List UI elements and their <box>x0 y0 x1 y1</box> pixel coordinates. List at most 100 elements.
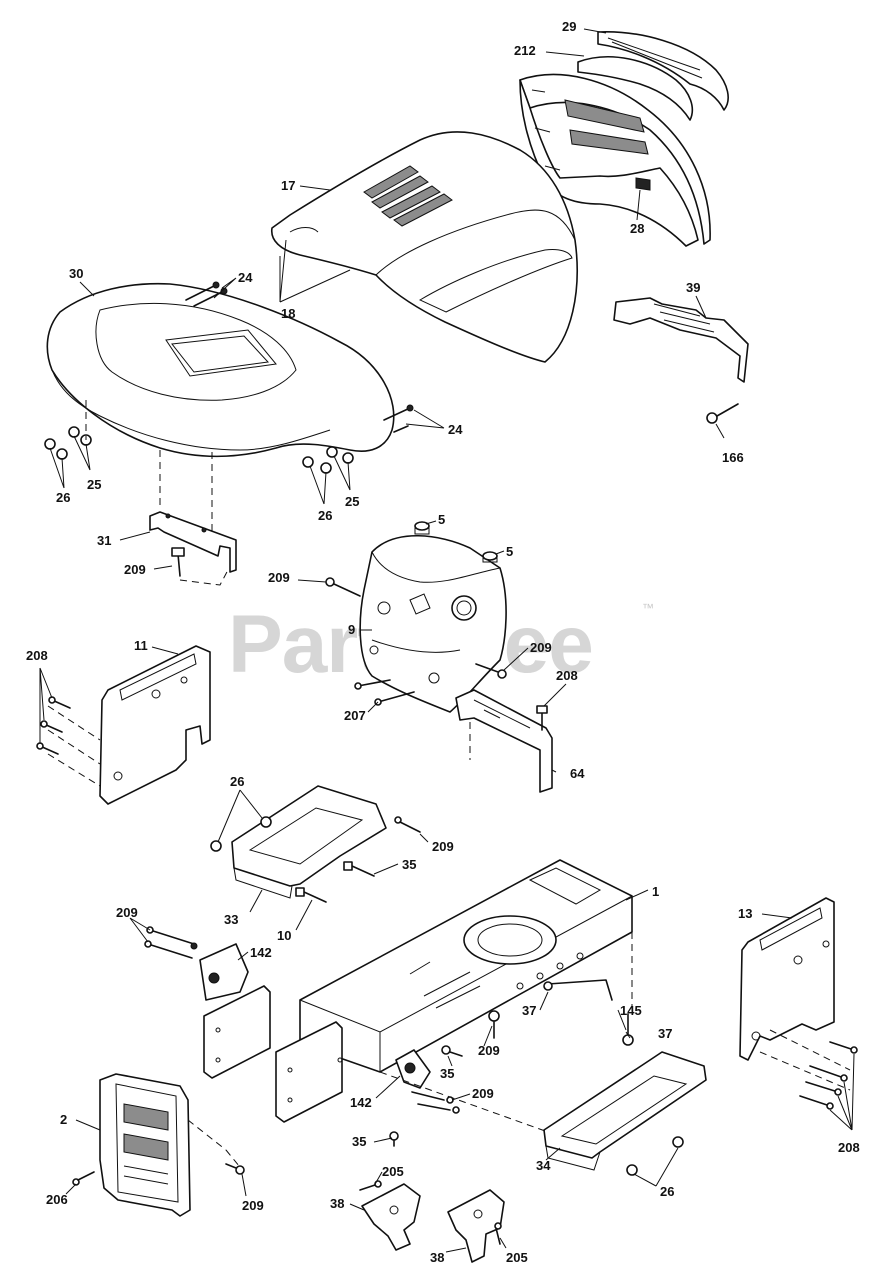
bolt-209-d[interactable] <box>394 816 421 833</box>
hardware-25-26-left[interactable] <box>44 400 92 460</box>
callout-35-b[interactable]: 35 <box>440 1066 454 1081</box>
bolt-35-a[interactable] <box>343 861 375 877</box>
callout-38-a[interactable]: 38 <box>330 1196 344 1211</box>
nuts-26-footrest-34[interactable] <box>626 1136 684 1176</box>
callout-26-mid[interactable]: 26 <box>318 508 332 523</box>
callout-205-b[interactable]: 205 <box>506 1250 528 1265</box>
callout-208-right[interactable]: 208 <box>838 1140 860 1155</box>
callout-5-b[interactable]: 5 <box>506 544 513 559</box>
callout-64[interactable]: 64 <box>570 766 585 781</box>
callout-10[interactable]: 10 <box>277 928 291 943</box>
callout-209-f[interactable]: 209 <box>478 1043 500 1058</box>
callout-206[interactable]: 206 <box>46 1192 68 1207</box>
callout-31[interactable]: 31 <box>97 533 111 548</box>
callout-2[interactable]: 2 <box>60 1112 67 1127</box>
callout-166[interactable]: 166 <box>722 450 744 465</box>
callout-212[interactable]: 212 <box>514 43 536 58</box>
callout-35-a[interactable]: 35 <box>402 857 416 872</box>
part-bracket-38-right[interactable] <box>447 1189 505 1263</box>
part-bracket-39[interactable] <box>613 297 749 383</box>
bolt-209-b[interactable] <box>325 577 361 597</box>
callout-34[interactable]: 34 <box>536 1158 551 1173</box>
callout-208-left[interactable]: 208 <box>26 648 48 663</box>
callout-142-lower[interactable]: 142 <box>350 1095 372 1110</box>
hardware-25-26-right[interactable] <box>302 446 354 474</box>
bolt-208-right-64[interactable] <box>536 705 548 731</box>
callout-209-b[interactable]: 209 <box>268 570 290 585</box>
part-frame-1[interactable] <box>299 859 633 1073</box>
callout-28[interactable]: 28 <box>630 221 644 236</box>
callout-18[interactable]: 18 <box>281 306 295 321</box>
rod-145[interactable] <box>543 979 634 1046</box>
callout-9[interactable]: 9 <box>348 622 355 637</box>
callout-26-left[interactable]: 26 <box>56 490 70 505</box>
callout-17[interactable]: 17 <box>281 178 295 193</box>
callout-142-upper[interactable]: 142 <box>250 945 272 960</box>
part-dash-panel-9[interactable] <box>359 535 507 713</box>
part-bracket-38-left[interactable] <box>361 1183 421 1251</box>
callout-38-b[interactable]: 38 <box>430 1250 444 1265</box>
callout-13[interactable]: 13 <box>738 906 752 921</box>
callout-209-g[interactable]: 209 <box>472 1086 494 1101</box>
bolts-209-e[interactable] <box>144 926 198 959</box>
callout-26-footrest[interactable]: 26 <box>230 774 244 789</box>
callout-37-b[interactable]: 37 <box>658 1026 672 1041</box>
callout-30[interactable]: 30 <box>69 266 83 281</box>
callout-37-a[interactable]: 37 <box>522 1003 536 1018</box>
callout-11[interactable]: 11 <box>134 638 148 653</box>
callout-25-mid[interactable]: 25 <box>345 494 359 509</box>
part-bracket-142-upper[interactable] <box>199 943 249 1001</box>
callout-207[interactable]: 207 <box>344 708 366 723</box>
callout-209-d[interactable]: 209 <box>432 839 454 854</box>
leader-lines <box>39 28 855 1253</box>
callout-33[interactable]: 33 <box>224 912 238 927</box>
callout-24-upper[interactable]: 24 <box>238 270 253 285</box>
bolts-207[interactable] <box>354 679 415 706</box>
part-footrest-33[interactable] <box>231 785 387 899</box>
callout-29[interactable]: 29 <box>562 19 576 34</box>
bolt-209-c[interactable] <box>475 663 507 679</box>
part-footrest-34[interactable] <box>379 1051 707 1171</box>
bolt-35-c[interactable] <box>389 1131 399 1147</box>
part-front-plate-2[interactable] <box>99 1073 245 1217</box>
caps-5[interactable] <box>414 521 498 563</box>
part-grille-212[interactable] <box>577 56 694 121</box>
bolt-35-b[interactable] <box>441 1045 463 1057</box>
part-grille-29[interactable] <box>597 31 729 111</box>
callout-25-left[interactable]: 25 <box>87 477 101 492</box>
callout-1[interactable]: 1 <box>652 884 659 899</box>
callout-145[interactable]: 145 <box>620 1003 642 1018</box>
front-bumper-plates[interactable] <box>203 985 343 1123</box>
part-side-panel-13[interactable] <box>739 897 851 1091</box>
part-bracket-64[interactable] <box>455 689 553 793</box>
callout-205-a[interactable]: 205 <box>382 1164 404 1179</box>
callout-208-mid[interactable]: 208 <box>556 668 578 683</box>
part-hood-17[interactable] <box>271 131 578 363</box>
bolt-10[interactable] <box>295 887 327 903</box>
callout-24-right[interactable]: 24 <box>448 422 463 437</box>
callout-209-c[interactable]: 209 <box>530 640 552 655</box>
callout-5-a[interactable]: 5 <box>438 512 445 527</box>
part-side-panel-11[interactable] <box>47 645 211 805</box>
callout-39[interactable]: 39 <box>686 280 700 295</box>
nuts-26-footrest[interactable] <box>210 816 272 852</box>
callout-209-a[interactable]: 209 <box>124 562 146 577</box>
watermark-trademark: ™ <box>642 601 654 615</box>
bolts-208-right[interactable] <box>799 1041 858 1110</box>
bolts-209-g[interactable] <box>411 1091 460 1114</box>
bolts-24-right[interactable] <box>383 404 414 433</box>
part-bracket-142-lower[interactable] <box>395 1049 431 1089</box>
bolt-209-f[interactable] <box>488 1010 500 1039</box>
callout-209-h[interactable]: 209 <box>242 1198 264 1213</box>
bolts-208-left[interactable] <box>36 696 71 755</box>
fastener-166[interactable] <box>706 403 739 424</box>
bolt-206[interactable] <box>72 1171 95 1186</box>
part-fender-30[interactable] <box>46 282 395 458</box>
callout-26-right[interactable]: 26 <box>660 1184 674 1199</box>
part-bracket-31[interactable] <box>149 450 237 573</box>
bolt-209-h[interactable] <box>225 1163 245 1175</box>
callout-35-c[interactable]: 35 <box>352 1134 366 1149</box>
bolt-209-a[interactable] <box>171 547 229 586</box>
callout-209-e[interactable]: 209 <box>116 905 138 920</box>
